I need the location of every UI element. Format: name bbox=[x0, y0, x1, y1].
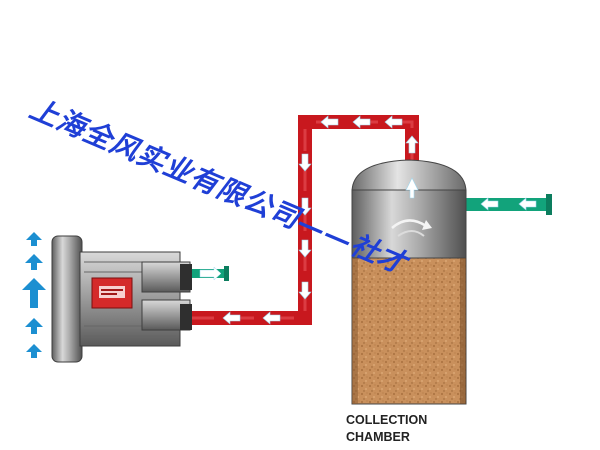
arrow-icon bbox=[26, 344, 42, 358]
ring-blower bbox=[51, 235, 229, 363]
chamber-label-line1: COLLECTION bbox=[346, 413, 428, 427]
chamber-label: COLLECTION CHAMBER bbox=[346, 412, 476, 446]
arrow-icon bbox=[22, 278, 46, 308]
arrow-icon bbox=[25, 318, 43, 334]
collection-chamber bbox=[351, 159, 467, 405]
chamber-label-line2: CHAMBER bbox=[346, 430, 410, 444]
arrow-icon bbox=[26, 232, 42, 246]
arrow-icon bbox=[25, 254, 43, 270]
arrow-icon bbox=[199, 266, 222, 281]
inlet-pipe bbox=[466, 194, 552, 215]
arrow-icon bbox=[405, 177, 419, 199]
exhaust-arrows bbox=[22, 232, 46, 358]
